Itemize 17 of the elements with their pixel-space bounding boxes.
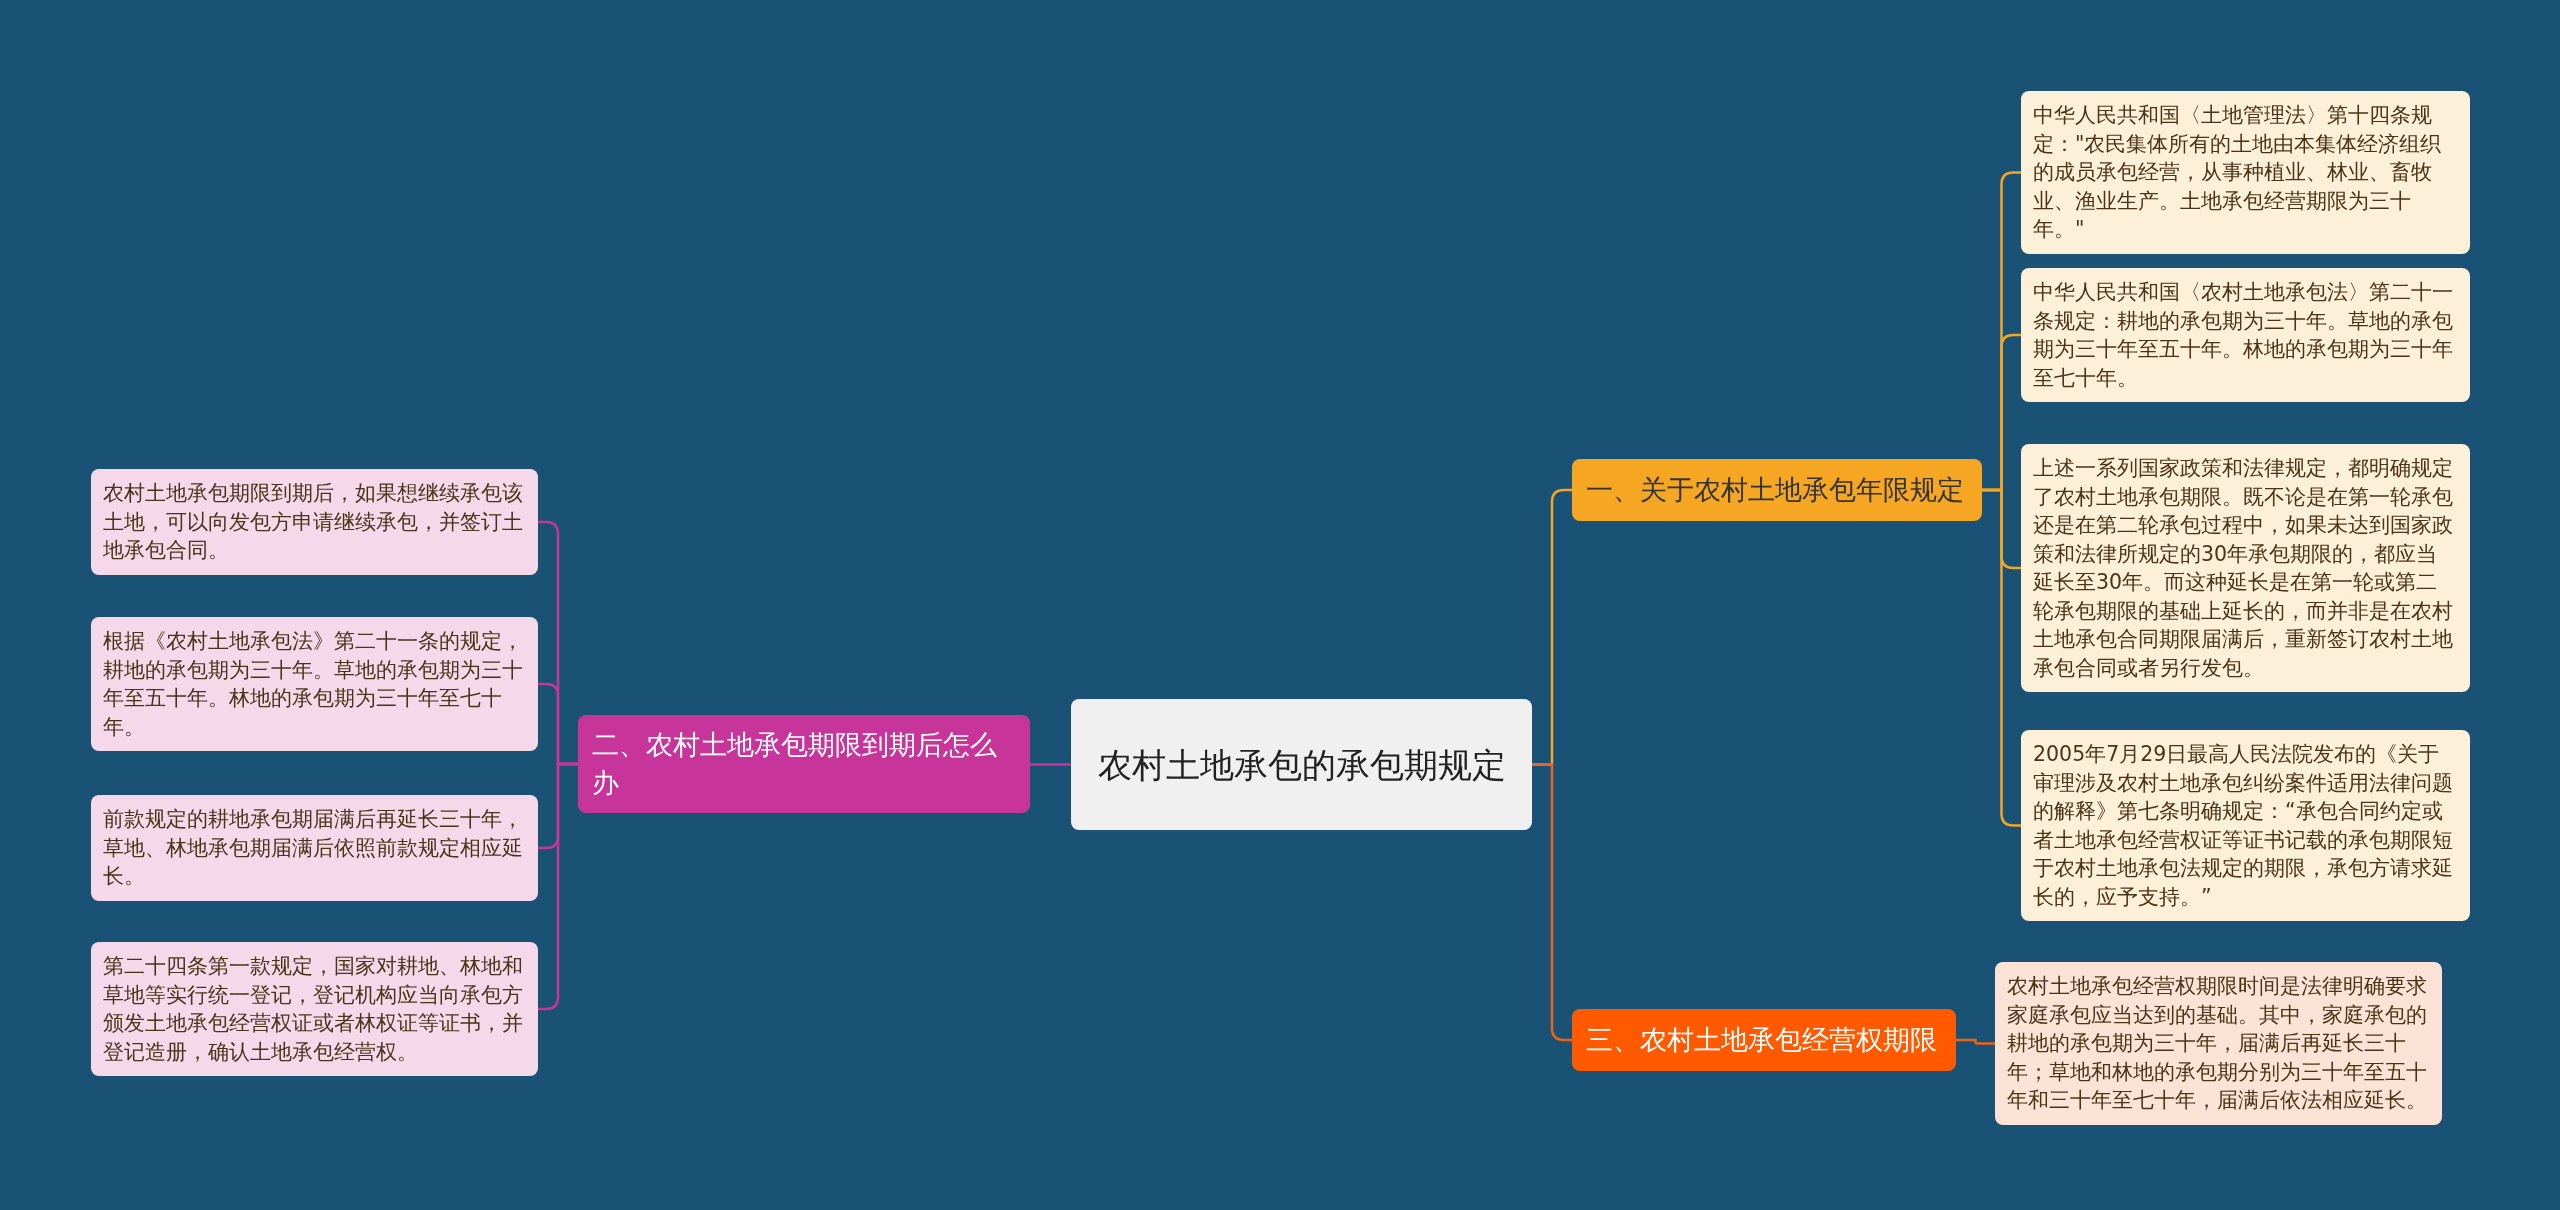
note-box: 中华人民共和国〈土地管理法〉第十四条规定："农民集体所有的土地由本集体经济组织的成员承包经营，从事种植业、林业、畜牧业、渔业生产。土地承包经营期限为三十年。" <box>2021 91 2470 254</box>
topic-box: 二、农村土地承包期限到期后怎么办 <box>578 715 1030 813</box>
note-box: 中华人民共和国〈农村土地承包法〉第二十一条规定：耕地的承包期为三十年。草地的承包期为三十年至五十年。林地的承包期为三十年至七十年。 <box>2021 268 2470 402</box>
connector <box>1532 763 1572 1042</box>
topic-box: 一、关于农村土地承包年限规定 <box>1572 459 1982 521</box>
topic-box: 三、农村土地承包经营权期限 <box>1572 1009 1956 1071</box>
central-topic-box: 农村土地承包的承包期规定 <box>1071 699 1532 830</box>
connector <box>1956 1038 1995 1045</box>
note-box: 前款规定的耕地承包期届满后再延长三十年，草地、林地承包期届满后依照前款规定相应延长。 <box>91 795 538 901</box>
connector <box>538 762 578 1011</box>
note-box: 农村土地承包期限到期后，如果想继续承包该土地，可以向发包方申请继续承包，并签订土地承包合同。 <box>91 469 538 575</box>
note-box: 根据《农村土地承包法》第二十一条的规定，耕地的承包期为三十年。草地的承包期为三十年至五十年。林地的承包期为三十年至七十年。 <box>91 617 538 751</box>
note-box: 2005年7月29日最高人民法院发布的《关于审理涉及农村土地承包纠纷案件适用法律问题的解释》第七条明确规定：“承包合同约定或者土地承包经营权证等证书记载的承包期限短于农村土地承包法规定的期限，承包方请求延长的，应予支持。” <box>2021 730 2470 921</box>
note-box: 农村土地承包经营权期限时间是法律明确要求家庭承包应当达到的基础。其中，家庭承包的耕地的承包期为三十年，届满后再延长三十年；草地和林地的承包期分别为三十年至五十年和三十年至七十年，届满后依法相应延长。 <box>1995 962 2442 1125</box>
note-box: 第二十四条第一款规定，国家对耕地、林地和草地等实行统一登记，登记机构应当向承包方颁发土地承包经营权证或者林权证等证书，并登记造册，确认土地承包经营权。 <box>91 942 538 1076</box>
connector <box>1030 763 1071 766</box>
note-box: 上述一系列国家政策和法律规定，都明确规定了农村土地承包期限。既不论是在第一轮承包还是在第二轮承包过程中，如果未达到国家政策和法律所规定的30年承包期限的，都应当延长至30年。而这种延长是在第一轮或第二轮承包期限的基础上延长的，而并非是在农村土地承包合同期限届满后，重新签订农村土地承包合同或者另行发包。 <box>2021 444 2470 692</box>
